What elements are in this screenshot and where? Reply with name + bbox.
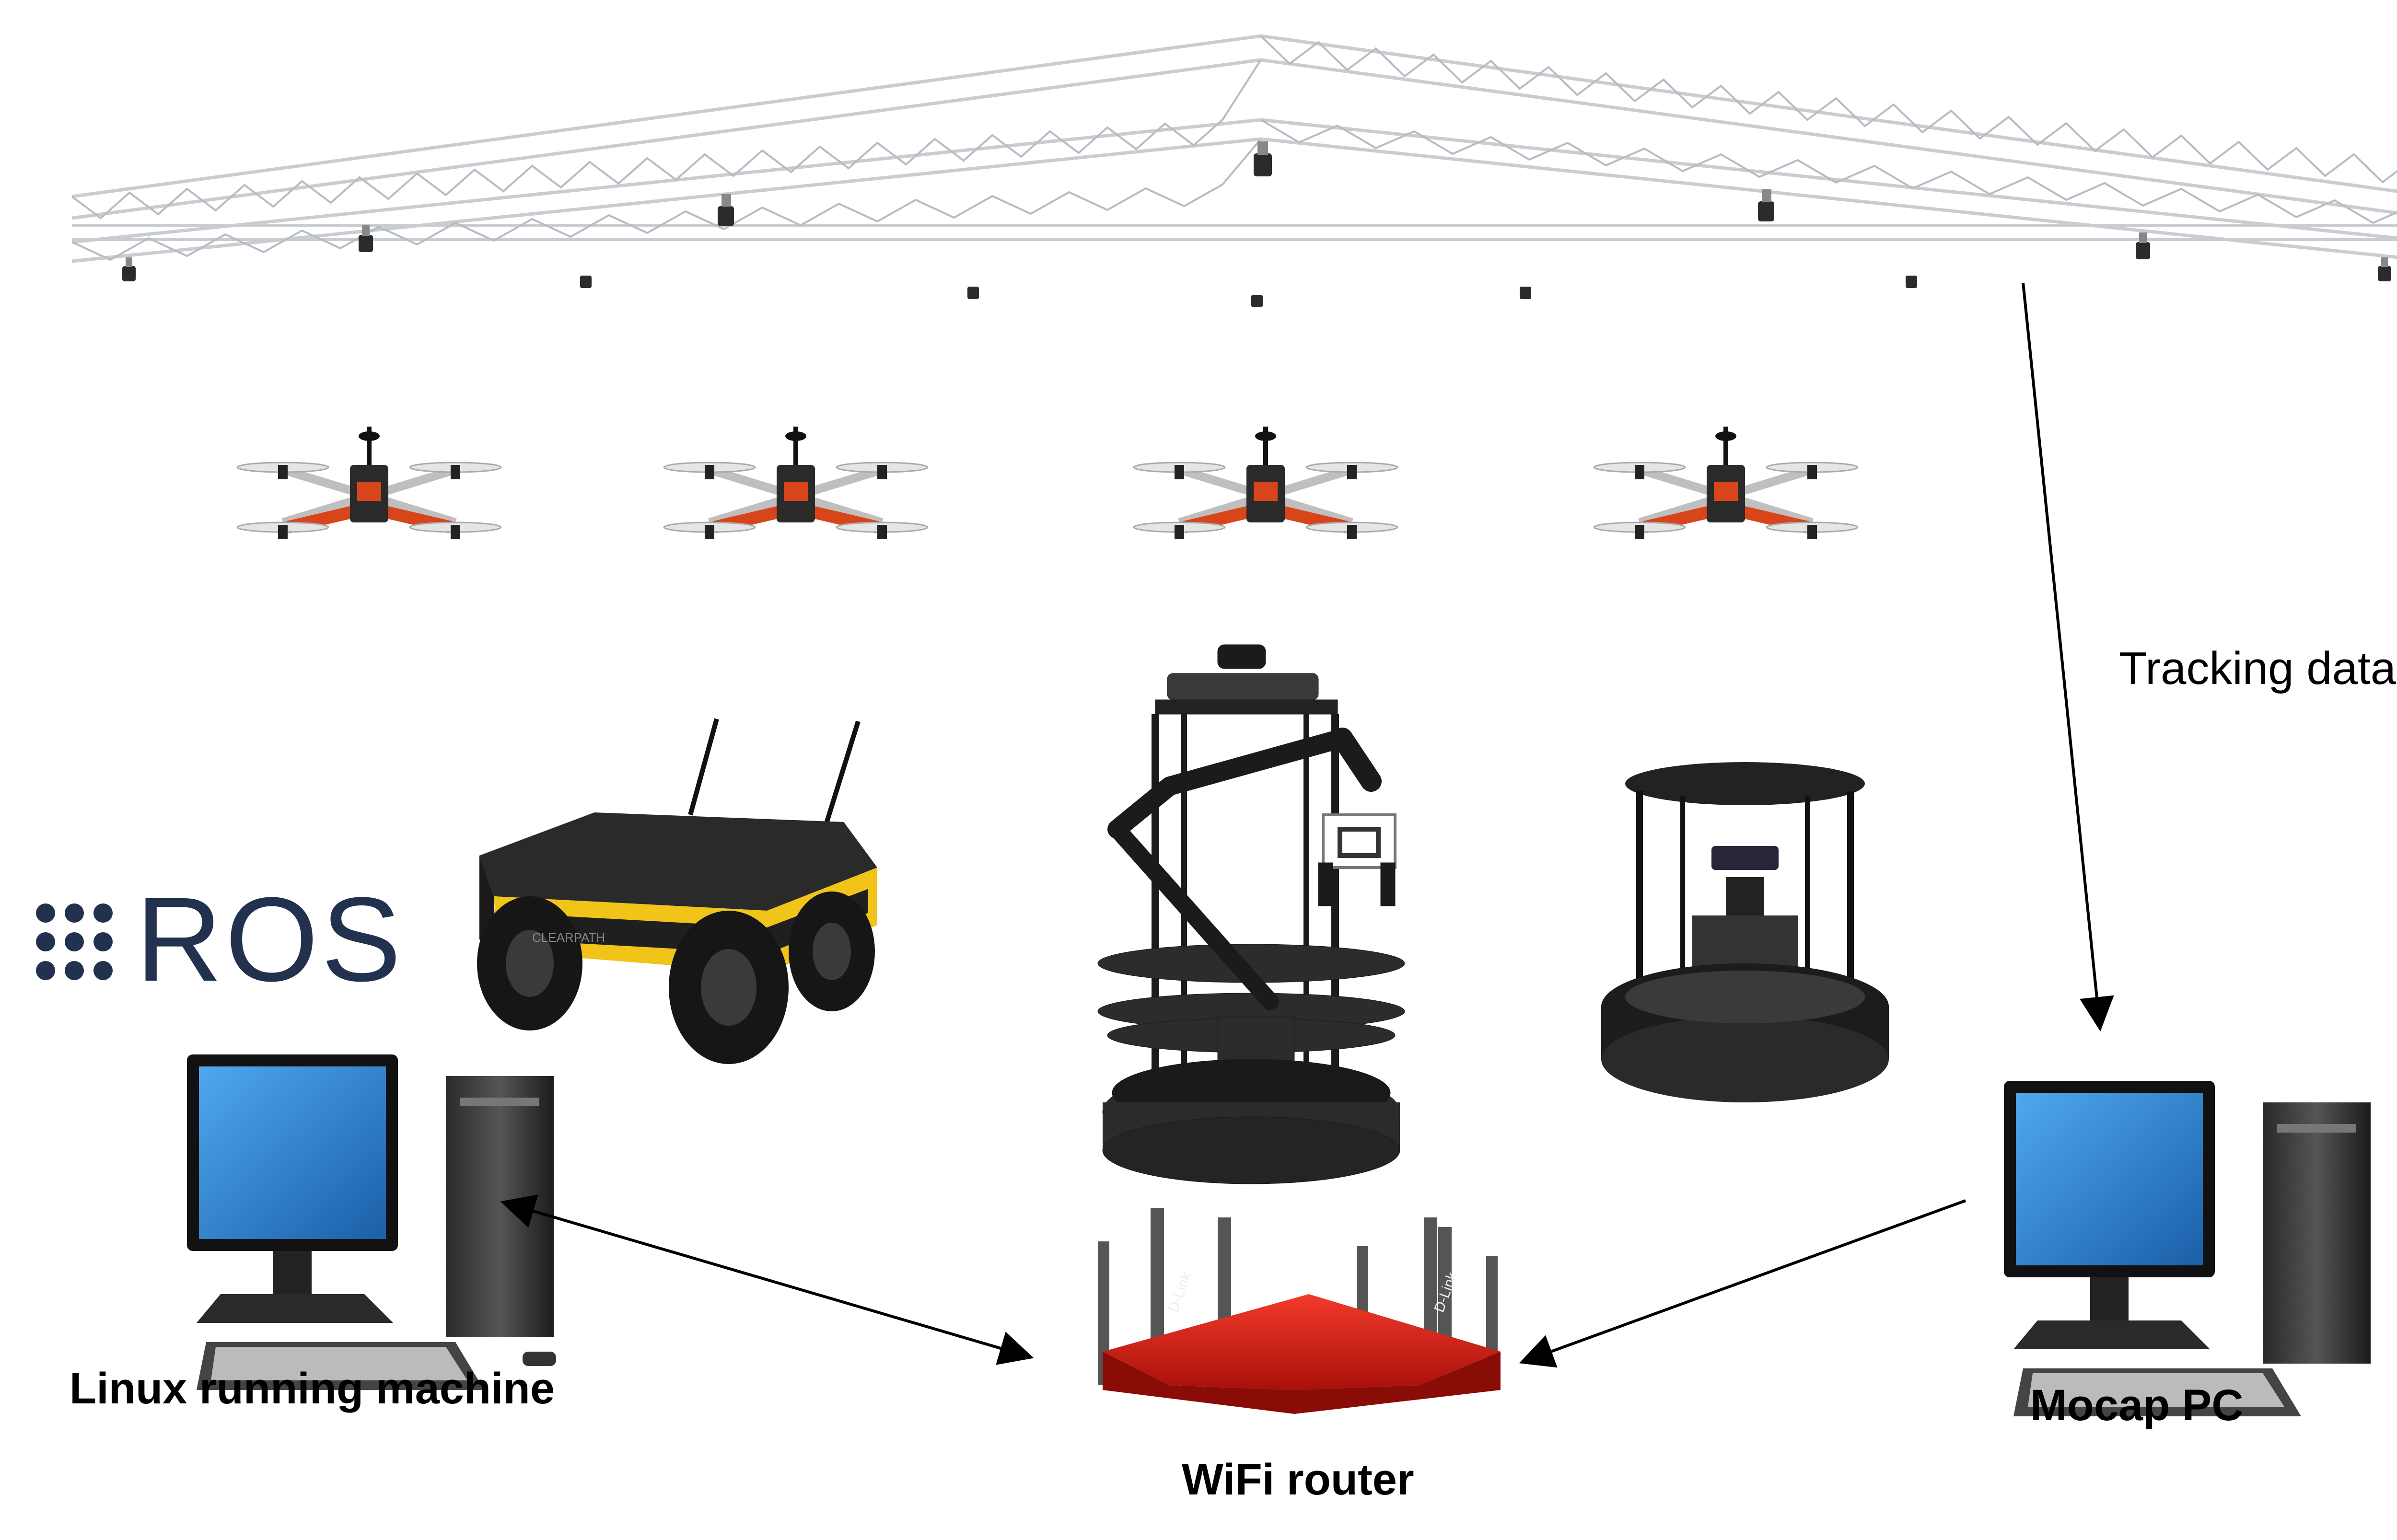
manipulator-robot-icon <box>1097 644 1405 1184</box>
ros-logo-dot <box>65 932 84 951</box>
drone-icon <box>236 427 502 539</box>
ros-logo-text: ROS <box>136 872 404 1006</box>
ros-logo <box>36 903 113 980</box>
camera-icon <box>1758 189 1774 221</box>
tracking-data-label: Tracking data <box>2119 643 2397 694</box>
camera-icon <box>2378 257 2391 281</box>
ros-logo-dot <box>65 961 84 980</box>
camera-icon <box>2136 232 2150 259</box>
camera-icon <box>580 276 592 288</box>
ros-logo-dot <box>36 932 55 951</box>
connection-arrows <box>500 282 2114 1368</box>
computer-icon <box>187 1054 556 1390</box>
camera-icon <box>718 194 734 226</box>
mocap-router-arrow <box>1519 1199 1966 1368</box>
ros-logo-dot <box>93 961 113 980</box>
rover-icon: CLEARPATH <box>477 718 877 1064</box>
camera-icon <box>359 225 373 252</box>
router-brand: D-Link <box>1165 1270 1195 1315</box>
drone-icon <box>1593 427 1859 539</box>
truss-frame <box>71 34 2397 263</box>
mocap-cameras <box>122 141 2391 307</box>
drone-icon <box>1133 427 1398 539</box>
router-icon: D-Link D-Link <box>1098 1208 1501 1414</box>
linux-router-arrow <box>500 1194 1034 1365</box>
computer-icon <box>2004 1081 2371 1416</box>
camera-icon <box>1520 287 1531 299</box>
ros-logo-dot <box>36 961 55 980</box>
turtlebot-icon <box>1601 762 1889 1102</box>
camera-icon <box>967 287 979 299</box>
rover-brand: CLEARPATH <box>532 930 605 945</box>
ros-logo-dot <box>93 903 113 923</box>
mocap-pc-label: Mocap PC <box>2030 1381 2244 1430</box>
camera-icon <box>1254 141 1272 176</box>
ros-logo-dot <box>65 903 84 923</box>
linux-machine-label: Linux running machine <box>70 1364 555 1413</box>
ros-logo-dot <box>93 932 113 951</box>
tracking-arrow <box>2022 282 2114 1031</box>
camera-icon <box>1906 276 1917 288</box>
drone-icon <box>663 427 929 539</box>
camera-icon <box>1251 295 1263 307</box>
truss-lattice <box>71 35 2397 261</box>
ros-logo-dot <box>36 903 55 923</box>
drones <box>236 427 1859 539</box>
wifi-router-label: WiFi router <box>1182 1455 1414 1504</box>
camera-icon <box>122 257 136 281</box>
